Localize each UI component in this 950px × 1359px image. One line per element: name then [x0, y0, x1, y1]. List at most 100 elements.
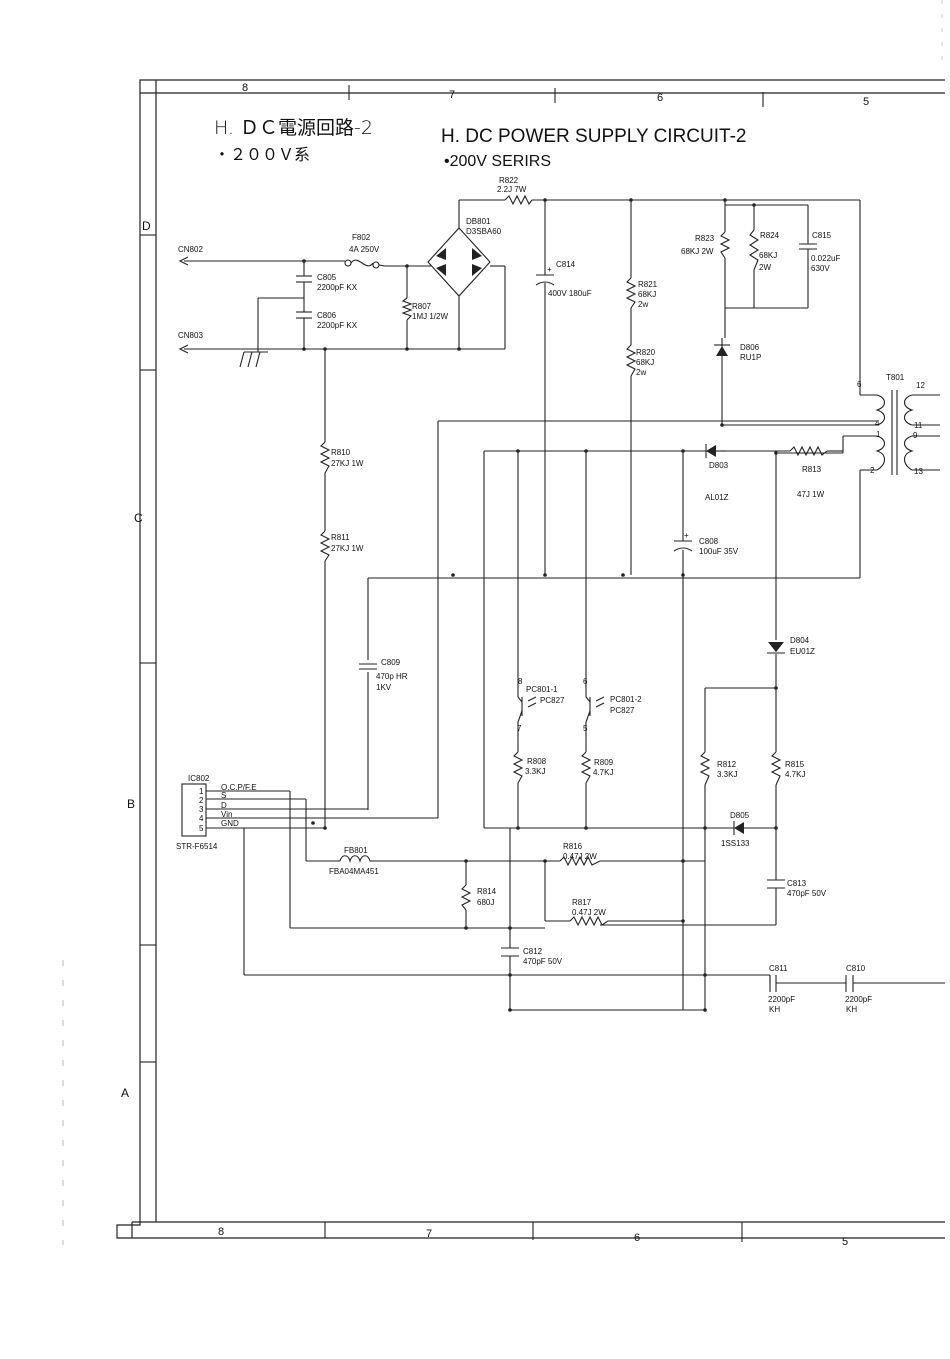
bridge-rectifier-db801: DB801 D3SBA60 [436, 217, 502, 276]
grid-col-top-6: 6 [657, 92, 663, 104]
r815-value: 4.7KJ [785, 770, 805, 779]
resistor-r813: R813 47J 1W [789, 445, 828, 499]
fb801-ref: FB801 [344, 846, 368, 855]
pc801-2-ref: PC801-2 [610, 695, 642, 704]
r824-value1: 68KJ [759, 251, 777, 260]
r807-ref: R807 [412, 302, 432, 311]
r812-value: 3.3KJ [717, 770, 737, 779]
d804-ref: D804 [790, 636, 810, 645]
sheet-frame [116, 79, 945, 1242]
pc801-2-pin-a: 6 [583, 677, 588, 686]
pc801-1-pin-a: 8 [518, 677, 523, 686]
c810-value2: KH [846, 1005, 857, 1014]
resistor-r823: R823 68KJ 2W [681, 231, 731, 259]
r811-ref: R811 [331, 533, 350, 542]
resistor-r811: R811 27KJ 1W [319, 530, 364, 562]
grid-col-bottom-5: 5 [842, 1236, 848, 1248]
grid-row-b: B [127, 797, 135, 811]
r809-ref: R809 [594, 758, 614, 767]
capacitor-c815: C815 0.022uF 630V [799, 231, 840, 273]
c811-value2: KH [769, 1005, 780, 1014]
c809-value2: 1KV [376, 683, 392, 692]
c812-ref: C812 [523, 947, 543, 956]
r820-value1: 68KJ [636, 358, 654, 367]
r821-ref: R821 [638, 280, 658, 289]
title-japanese: H. ＤＣ電源回路-2 [214, 117, 373, 139]
c815-ref: C815 [812, 231, 832, 240]
r816-value: 0.47J 2W [563, 852, 597, 861]
r822-ref: R822 [499, 176, 519, 185]
resistor-r821: R821 68KJ 2w [625, 277, 658, 309]
c813-value: 470pF 50V [787, 889, 827, 898]
r817-ref: R817 [572, 898, 592, 907]
c806-ref: C806 [317, 311, 337, 320]
d803-value: AL01Z [705, 493, 729, 502]
f802-ref: F802 [352, 233, 371, 242]
r815-ref: R815 [785, 760, 805, 769]
d803-ref: D803 [709, 461, 729, 470]
diode-d803: D803 AL01Z [705, 444, 729, 502]
t801-pin-1: 1 [876, 430, 881, 439]
ic802-pin-name-4: Vin [221, 810, 232, 819]
fb801-value: FBA04MA451 [329, 867, 379, 876]
resistor-r810: R810 27KJ 1W [319, 441, 364, 474]
c810-value1: 2200pF [845, 995, 872, 1004]
c806-value: 2200pF KX [317, 321, 358, 330]
t801-pin-11: 11 [914, 421, 923, 430]
resistor-r812: R812 3.3KJ [699, 751, 737, 786]
grid-row-a: A [121, 1086, 129, 1100]
r813-ref: R813 [802, 465, 822, 474]
capacitor-c809: C809 470p HR 1KV [359, 658, 408, 692]
connector-cn802: CN802 [178, 245, 203, 266]
ic802-pin-name-2: S [221, 791, 226, 800]
r821-value2: 2w [638, 300, 648, 309]
d806-ref: D806 [740, 343, 760, 352]
r808-ref: R808 [527, 757, 547, 766]
t801-ref: T801 [886, 373, 905, 382]
t801-pin-9: 9 [913, 431, 918, 440]
capacitor-c806: C806 2200pF KX [296, 311, 358, 330]
c809-ref: C809 [381, 658, 401, 667]
capacitor-c811: C811 2200pF KH [768, 964, 795, 1014]
resistor-r807: R807 1MJ 1/2W [401, 297, 448, 321]
optocoupler-pc801-1: PC801-1 PC827 8 7 [517, 677, 565, 733]
title-english: H. DC POWER SUPPLY CIRCUIT-2 [441, 126, 746, 147]
ic802-pin-name-3: D [221, 801, 227, 810]
c805-value: 2200pF KX [317, 283, 358, 292]
cn802-label: CN802 [178, 245, 203, 254]
pc801-1-ref: PC801-1 [526, 685, 558, 694]
d805-value: 1SS133 [721, 839, 750, 848]
c811-value1: 2200pF [768, 995, 795, 1004]
resistor-r820: R820 68KJ 2w [625, 344, 656, 377]
r807-value: 1MJ 1/2W [412, 312, 448, 321]
r812-ref: R812 [717, 760, 737, 769]
grid-row-c: C [134, 511, 143, 525]
c815-value2: 630V [811, 264, 830, 273]
capacitor-c810: C810 2200pF KH [845, 964, 872, 1014]
r816-ref: R816 [563, 842, 583, 851]
r823-value: 68KJ 2W [681, 247, 714, 256]
ic802-pin-3: 3 [199, 805, 204, 814]
t801-pin-13: 13 [914, 467, 923, 476]
grid-col-bottom-7: 7 [426, 1228, 432, 1240]
c813-ref: C813 [787, 879, 807, 888]
ic802-pin-name-5: GND [221, 819, 239, 828]
grid-row-d: D [142, 219, 151, 233]
grid-col-top-7: 7 [449, 89, 455, 101]
transformer-t801: T801 6 12 4 11 1 9 2 13 [857, 373, 940, 476]
r821-value1: 68KJ [638, 290, 656, 299]
grid-col-top-8: 8 [242, 82, 248, 94]
r822-value: 2.2J 7W [497, 185, 527, 194]
ic802-pin-1: 1 [199, 787, 204, 796]
c808-value: 100uF 35V [699, 547, 739, 556]
t801-pin-6: 6 [857, 380, 862, 389]
r824-ref: R824 [760, 231, 780, 240]
t801-pin-2: 2 [870, 466, 875, 475]
r824-value2: 2W [759, 263, 771, 272]
r811-value: 27KJ 1W [331, 544, 364, 553]
resistor-r824: R824 68KJ 2W [748, 229, 780, 272]
ic802-pin-name-1: O.C.P/F.E [221, 783, 257, 792]
title-english-sub: •200V SERIRS [444, 153, 551, 170]
ic802-ref: IC802 [188, 774, 210, 783]
